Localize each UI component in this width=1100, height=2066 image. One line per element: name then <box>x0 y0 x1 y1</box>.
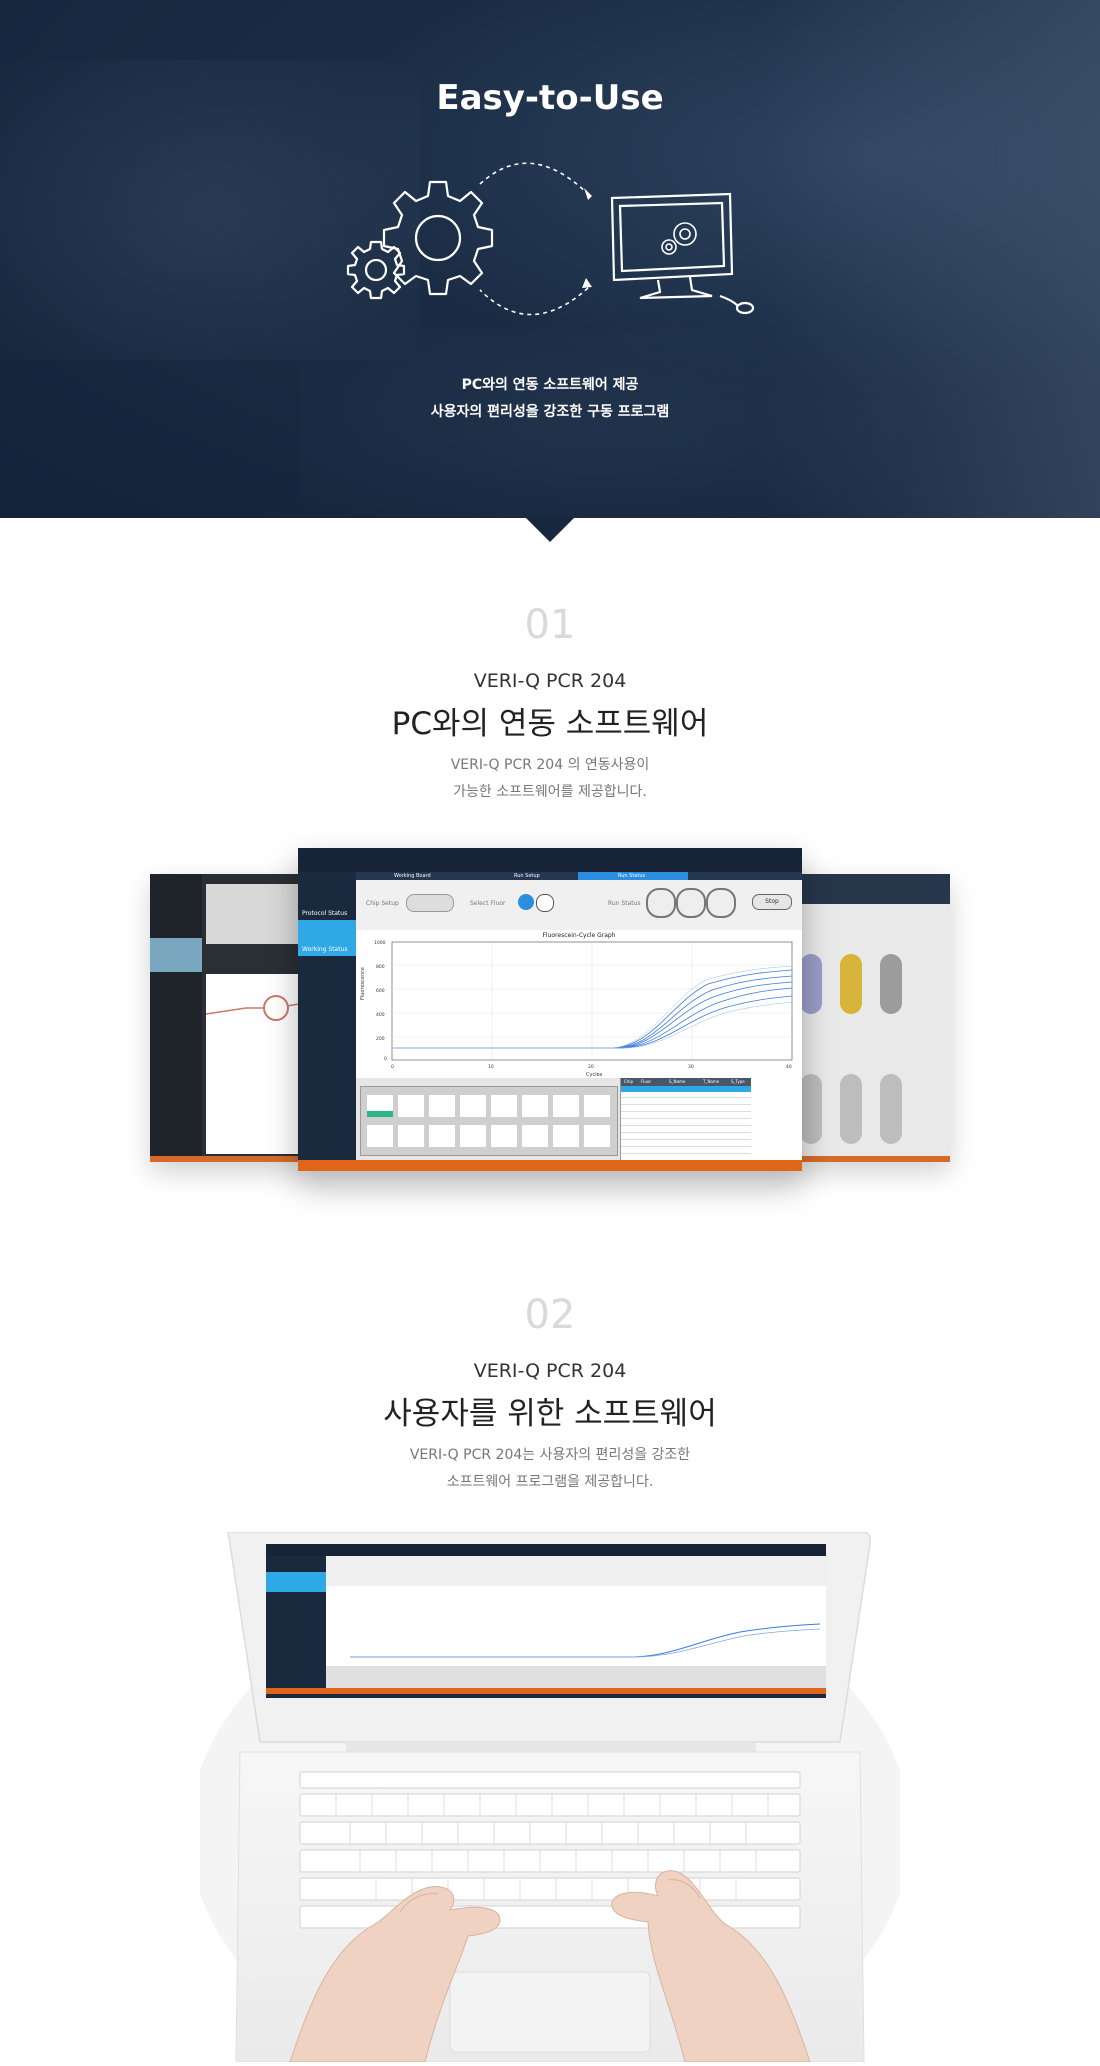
section-2-product: VERI-Q PCR 204 <box>473 1360 627 1382</box>
small-gear-icon <box>346 240 406 300</box>
hero-line-1: PC와의 연동 소프트웨어 제공 <box>461 377 639 393</box>
stop-button[interactable]: Stop <box>752 894 792 910</box>
y-tick-label: 800 <box>376 964 385 970</box>
y-tick-label: 600 <box>376 988 385 994</box>
sidebar-working-status-label: Working Status <box>302 946 348 953</box>
sample-table: Chip Fluor S_Name T_Name S_Type <box>620 1078 802 1160</box>
app-titlebar <box>298 848 802 872</box>
hero-bg-blur <box>0 60 420 360</box>
y-tick-label: 1000 <box>374 940 386 946</box>
tab-run-status-label: Run Status <box>618 873 646 879</box>
section-1-desc-line-2: 가능한 소프트웨어를 제공합니다. <box>453 784 647 800</box>
hero-title: Easy-to-Use <box>436 78 664 118</box>
section-2-number: 02 <box>524 1292 576 1338</box>
run-toolbar: Chip Setup Select Fluor Run Status Stop <box>356 880 802 931</box>
chip-grid <box>360 1086 618 1156</box>
monitor-gears-icon <box>661 222 697 255</box>
x-tick-label: 0 <box>391 1064 394 1070</box>
chip-setup-label: Chip Setup <box>366 900 399 907</box>
side-screenshot-right <box>790 874 950 1162</box>
fluorescence-curve-plot: Fluorescence Cycles 1000 800 600 400 200… <box>360 940 793 1078</box>
tab-run-setup[interactable]: Run Setup <box>514 873 540 879</box>
tab-run-status[interactable]: Run Status <box>578 872 688 880</box>
section-1-product: VERI-Q PCR 204 <box>473 670 627 692</box>
y-tick-label: 0 <box>384 1056 387 1062</box>
section-2-desc-line-2: 소프트웨어 프로그램을 제공합니다. <box>446 1474 654 1490</box>
fluor-fam-button[interactable] <box>518 894 534 910</box>
x-tick-label: 40 <box>786 1064 792 1070</box>
chip-and-table-panel: Chip Fluor S_Name T_Name S_Type <box>356 1078 802 1160</box>
app-status-bar <box>298 1160 802 1171</box>
main-software-screenshot: Working Board Run Setup Run Status Proto… <box>298 848 802 1171</box>
laptop-photo <box>190 1531 910 2066</box>
laptop-illustration <box>190 1531 910 2066</box>
chip-setup-button[interactable] <box>406 894 454 912</box>
time-gauge <box>676 888 706 918</box>
monitor-icon <box>610 192 755 315</box>
section-1-desc-line-1: VERI-Q PCR 204 의 연동사용이 <box>450 757 650 773</box>
section-down-arrow <box>526 518 574 542</box>
section-2-desc-line-1: VERI-Q PCR 204는 사용자의 편리성을 강조한 <box>409 1447 691 1463</box>
select-fluor-label: Select Fluor <box>470 900 506 907</box>
run-status-label: Run Status <box>608 900 641 907</box>
sidebar-protocol-status[interactable]: Protocol Status <box>302 910 348 917</box>
x-tick-label: 10 <box>488 1064 494 1070</box>
y-axis-label: Fluorescence <box>360 967 366 1000</box>
dashed-arrows <box>479 162 589 316</box>
hero-line-2: 사용자의 편리성을 강조한 구동 프로그램 <box>430 404 670 420</box>
sidebar-working-status[interactable]: Working Status <box>298 920 356 956</box>
x-axis-label: Cycles <box>586 1072 603 1078</box>
hero-description: PC와의 연동 소프트웨어 제공 사용자의 편리성을 강조한 구동 프로그램 <box>0 372 1100 426</box>
table-header-tname: T_Name <box>703 1079 720 1084</box>
table-header-sname: S_Name <box>669 1079 686 1084</box>
section-2-description: VERI-Q PCR 204는 사용자의 편리성을 강조한 소프트웨어 프로그램… <box>0 1442 1100 1496</box>
y-tick-label: 400 <box>376 1012 385 1018</box>
tab-working-board[interactable]: Working Board <box>394 873 431 879</box>
table-header-stype: S_Type <box>731 1079 745 1084</box>
large-gear-icon <box>382 180 494 296</box>
y-tick-label: 200 <box>376 1036 385 1042</box>
hero-bg-blur-bottom <box>300 330 900 518</box>
chart-title: Fluorescein-Cycle Graph <box>542 932 616 939</box>
section-1-heading: PC와의 연동 소프트웨어 <box>391 706 709 742</box>
hands <box>289 1870 811 2063</box>
gears-to-monitor-illustration <box>346 162 755 316</box>
table-header-chip: Chip <box>624 1079 633 1084</box>
x-tick-label: 20 <box>588 1064 594 1070</box>
section-2-heading: 사용자를 위한 소프트웨어 <box>383 1396 717 1432</box>
fluor-cy5-button[interactable] <box>536 894 554 912</box>
section-1-description: VERI-Q PCR 204 의 연동사용이 가능한 소프트웨어를 제공합니다. <box>0 752 1100 806</box>
cycle-gauge <box>646 888 676 918</box>
side-screenshot-left <box>150 874 310 1162</box>
temp-gauge <box>706 888 736 918</box>
software-screenshots: Working Board Run Setup Run Status Proto… <box>150 848 950 1178</box>
hero-banner: Easy-to-Use <box>0 0 1100 518</box>
table-header-fluor: Fluor <box>641 1079 652 1084</box>
fluorescence-chart-panel: Fluorescein-Cycle Graph <box>356 930 802 1078</box>
section-1-number: 01 <box>524 602 576 648</box>
x-tick-label: 30 <box>688 1064 694 1070</box>
